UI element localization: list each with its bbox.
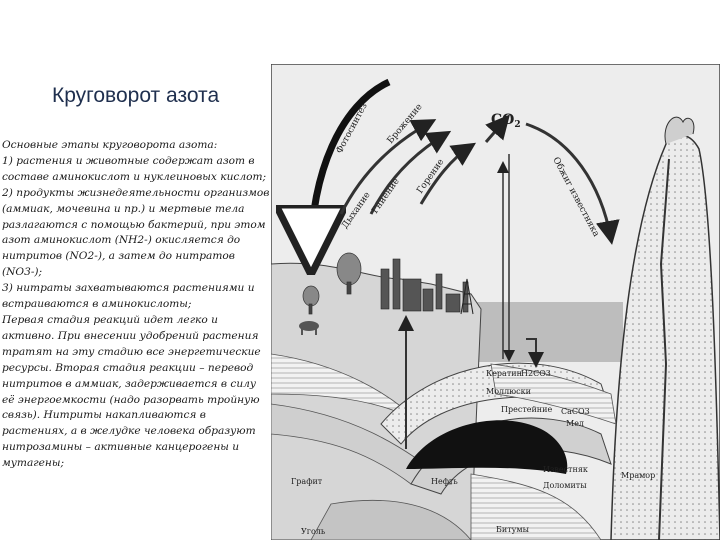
chalk-label: Мел (566, 419, 584, 428)
keratin-label: Кератин (486, 369, 522, 378)
paragraph-notes: Первая стадия реакций идет легко и актив… (2, 313, 261, 470)
bitumen-label: Битумы (496, 525, 530, 534)
sediment-arrow (526, 338, 544, 368)
marble-label: Мрамор (621, 471, 655, 480)
limestone-label: Известняк (543, 465, 588, 474)
h2co3-label: H2CO3 (521, 369, 551, 378)
co2-label: CO2 (491, 112, 521, 130)
paragraph-step-1: 1) растения и животные содержат азот в с… (2, 154, 267, 183)
carbon-cycle-diagram: CO2 Фотосинтез Брожение Дыхание Гниение … (271, 64, 720, 540)
paragraph-intro: Основные этапы круговорота азота: (2, 139, 218, 151)
combustion-arrow (419, 142, 477, 205)
body-text: Основные этапы круговорота азота: 1) рас… (2, 138, 270, 472)
respiration-arrow (339, 119, 437, 215)
paragraph-step-3: 3) нитраты захватываются растениями и вс… (2, 282, 255, 311)
photosynthesis-arrow (311, 78, 391, 254)
slide-title: Круговорот азота (52, 84, 220, 107)
volcano-smoke (664, 116, 695, 145)
caco3-label: CaCO3 (561, 407, 590, 416)
volcano-vent (658, 158, 670, 540)
animal-icon (299, 321, 319, 335)
oil-label: Нефть (431, 477, 458, 486)
dolomite-label: Доломиты (543, 481, 587, 490)
oil-derrick-icon (460, 278, 474, 315)
fermentation-arrow (484, 114, 510, 143)
carbonate-sediments (490, 363, 617, 425)
coal-label: Уголь (301, 527, 326, 536)
paragraph-step-2: 2) продукты жизнедеятельности организмов… (2, 186, 270, 279)
sediments-label: Престейние (501, 405, 552, 414)
graphite-label: Графит (291, 477, 323, 486)
limestone-burning-arrow (525, 122, 620, 245)
decay-arrow (369, 130, 452, 215)
oil-body (406, 420, 568, 474)
mollusks-label: Моллюски (486, 387, 531, 396)
factory-icon (380, 258, 469, 313)
rock-layer-2 (271, 403, 453, 485)
